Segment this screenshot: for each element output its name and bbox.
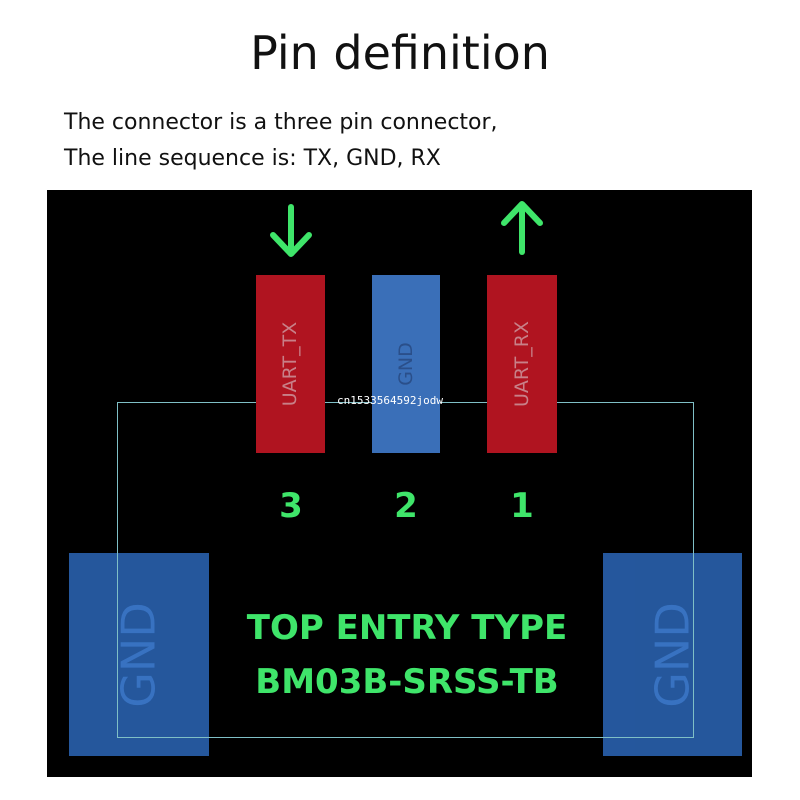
watermark-text: cn1533564592jodw xyxy=(337,394,443,407)
pin-uart-tx: UART_TX xyxy=(256,275,325,453)
right-gnd-pad: GND xyxy=(603,553,742,756)
page-title: Pin definition xyxy=(250,26,550,80)
pin-uart-tx-label: UART_TX xyxy=(279,321,302,407)
connector-type-label: TOP ENTRY TYPE xyxy=(246,608,568,648)
pin-number-3: 3 xyxy=(279,486,303,526)
description-line-1: The connector is a three pin connector, xyxy=(64,110,498,135)
arrow-up-icon xyxy=(501,201,543,255)
pin-gnd: GND xyxy=(372,275,440,453)
pin-gnd-label: GND xyxy=(394,342,417,386)
connector-diagram: GND GND UART_TX GND UART_RX 3 2 1 TOP EN… xyxy=(47,190,752,777)
pin-number-1: 1 xyxy=(510,486,534,526)
left-gnd-pad: GND xyxy=(69,553,209,756)
connector-part-number: BM03B-SRSS-TB xyxy=(255,662,559,702)
pin-uart-rx-label: UART_RX xyxy=(511,320,533,408)
pin-uart-rx: UART_RX xyxy=(487,275,557,453)
pin-number-2: 2 xyxy=(394,486,418,526)
description-line-2: The line sequence is: TX, GND, RX xyxy=(64,146,441,171)
arrow-down-icon xyxy=(270,204,312,257)
